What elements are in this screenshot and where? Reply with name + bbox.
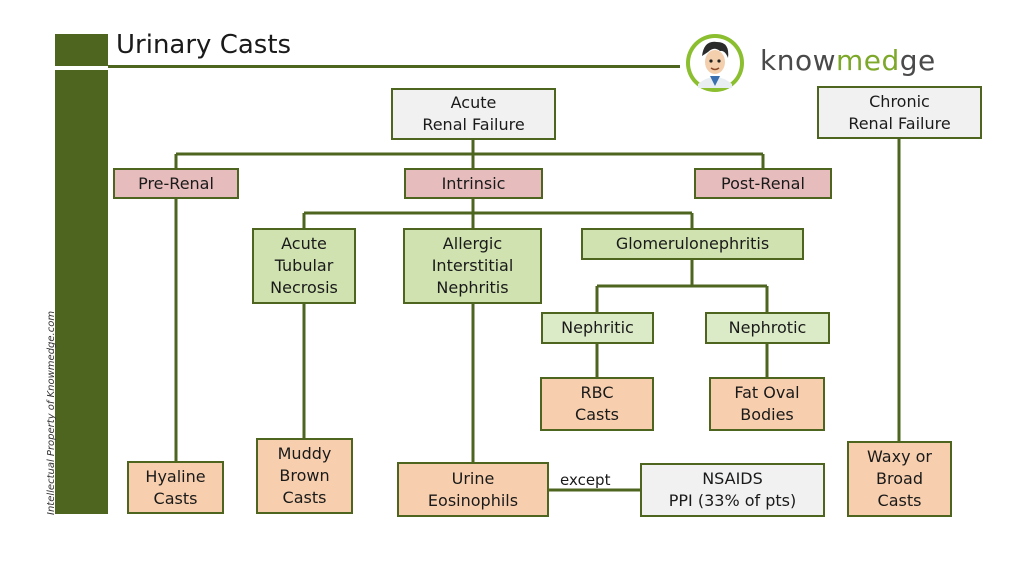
knowmedge-logo: knowmedge: [760, 44, 936, 77]
title-underline: [108, 65, 680, 68]
node-allergic-interstitial-nephritis: Allergic Interstitial Nephritis: [403, 228, 542, 304]
doctor-mascot-icon: [686, 34, 744, 92]
sidebar-gap: [55, 66, 108, 70]
node-nsaids-ppi: NSAIDS PPI (33% of pts): [640, 463, 825, 517]
node-nephritic: Nephritic: [541, 312, 654, 344]
node-acute-renal-failure: Acute Renal Failure: [391, 88, 556, 140]
node-urine-eosinophils: Urine Eosinophils: [397, 462, 549, 517]
node-acute-tubular-necrosis: Acute Tubular Necrosis: [252, 228, 356, 304]
sidebar-bar: [55, 34, 108, 514]
page-title: Urinary Casts: [116, 30, 292, 60]
node-intrinsic: Intrinsic: [404, 168, 543, 199]
node-fat-oval-bodies: Fat Oval Bodies: [709, 377, 825, 431]
logo-text-pre: know: [760, 44, 836, 77]
logo-text-mid: med: [836, 44, 900, 77]
node-post-renal: Post-Renal: [694, 168, 832, 199]
node-pre-renal: Pre-Renal: [113, 168, 239, 199]
node-waxy-broad-casts: Waxy or Broad Casts: [847, 441, 952, 517]
node-rbc-casts: RBC Casts: [540, 377, 654, 431]
edge-label-except: except: [560, 471, 611, 489]
node-muddy-brown-casts: Muddy Brown Casts: [256, 438, 353, 514]
node-glomerulonephritis: Glomerulonephritis: [581, 228, 804, 260]
node-chronic-renal-failure: Chronic Renal Failure: [817, 86, 982, 139]
node-hyaline-casts: Hyaline Casts: [127, 461, 224, 514]
logo-text-post: ge: [899, 44, 936, 77]
node-nephrotic: Nephrotic: [705, 312, 830, 344]
